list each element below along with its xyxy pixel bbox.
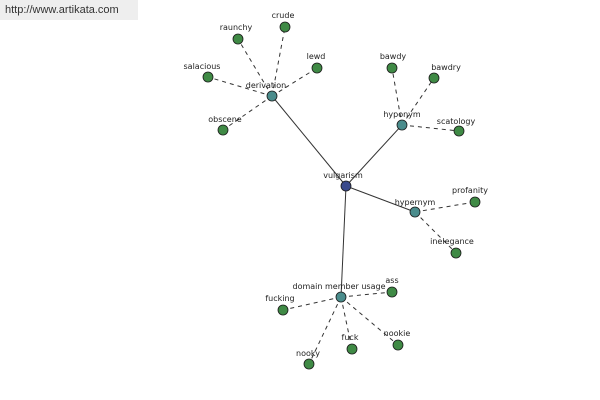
leaf-node-nookie[interactable] (392, 339, 404, 351)
edge-domain-member-usage-ass (340, 291, 393, 298)
leaf-label-crude[interactable]: crude (272, 11, 295, 20)
leaf-label-scatology[interactable]: scatology (437, 117, 476, 126)
leaf-node-bawdry[interactable] (428, 72, 440, 84)
leaf-label-bawdy[interactable]: bawdy (380, 52, 407, 61)
edges-layer (207, 26, 476, 365)
relation-label-hypernym[interactable]: hypernym (395, 198, 436, 207)
leaf-label-fucking[interactable]: fucking (265, 294, 294, 303)
leaf-node-fucking[interactable] (277, 304, 289, 316)
leaf-node-bawdy[interactable] (386, 62, 398, 74)
leaf-label-nooky[interactable]: nooky (296, 349, 320, 358)
leaf-label-raunchy[interactable]: raunchy (220, 23, 253, 32)
leaf-node-inelegance[interactable] (450, 247, 462, 259)
leaf-label-inelegance[interactable]: inelegance (430, 237, 474, 246)
edge-hypernym-profanity (414, 201, 476, 213)
leaf-node-obscene[interactable] (217, 124, 229, 136)
leaf-node-profanity[interactable] (469, 196, 481, 208)
edge-derivation-obscene (222, 95, 273, 131)
leaf-label-nookie[interactable]: nookie (384, 329, 411, 338)
edge-derivation-raunchy (237, 38, 273, 97)
edge-root-hypernym (345, 185, 416, 213)
edge-derivation-lewd (271, 67, 318, 97)
relation-node-derivation[interactable] (266, 90, 278, 102)
edge-root-derivation (271, 95, 347, 187)
root-label[interactable]: vulgarism (323, 171, 363, 180)
leaf-node-lewd[interactable] (311, 62, 323, 74)
url-banner[interactable]: http://www.artikata.com (0, 0, 138, 20)
edge-hyponym-bawdry (401, 77, 435, 126)
leaf-label-fuck[interactable]: fuck (342, 333, 359, 342)
leaf-label-salacious[interactable]: salacious (184, 62, 221, 71)
leaf-label-lewd[interactable]: lewd (307, 52, 326, 61)
relation-node-hyponym[interactable] (396, 119, 408, 131)
edge-root-domain-member-usage (340, 185, 347, 298)
relation-node-hypernym[interactable] (409, 206, 421, 218)
leaf-node-fuck[interactable] (346, 343, 358, 355)
relation-node-domain-member-usage[interactable] (335, 291, 347, 303)
leaf-label-bawdry[interactable]: bawdry (431, 63, 461, 72)
labels-layer: raunchy crude salacious lewd obscene derivati… (184, 11, 489, 358)
edge-hyponym-bawdy (391, 67, 403, 126)
leaf-node-salacious[interactable] (202, 71, 214, 83)
edge-domain-member-usage-fuck (340, 296, 353, 350)
edge-hypernym-inelegance (414, 211, 457, 254)
leaf-label-ass[interactable]: ass (385, 276, 398, 285)
relation-label-hyponym[interactable]: hyponym (383, 110, 421, 119)
relation-label-derivation[interactable]: derivation (246, 81, 286, 90)
leaf-node-crude[interactable] (279, 21, 291, 33)
leaf-node-raunchy[interactable] (232, 33, 244, 45)
root-node[interactable] (340, 180, 352, 192)
relation-label-domain-member-usage[interactable]: domain member usage (293, 282, 386, 291)
edge-derivation-salacious (207, 76, 273, 97)
edge-derivation-crude (271, 26, 286, 97)
leaf-label-profanity[interactable]: profanity (452, 186, 488, 195)
edge-root-hyponym (345, 124, 403, 187)
leaf-node-nooky[interactable] (303, 358, 315, 370)
leaf-node-scatology[interactable] (453, 125, 465, 137)
edge-domain-member-usage-fucking (282, 296, 342, 311)
leaf-label-obscene[interactable]: obscene (208, 115, 242, 124)
nodes-layer (202, 21, 481, 370)
edge-hyponym-scatology (401, 124, 460, 132)
leaf-node-ass[interactable] (386, 286, 398, 298)
